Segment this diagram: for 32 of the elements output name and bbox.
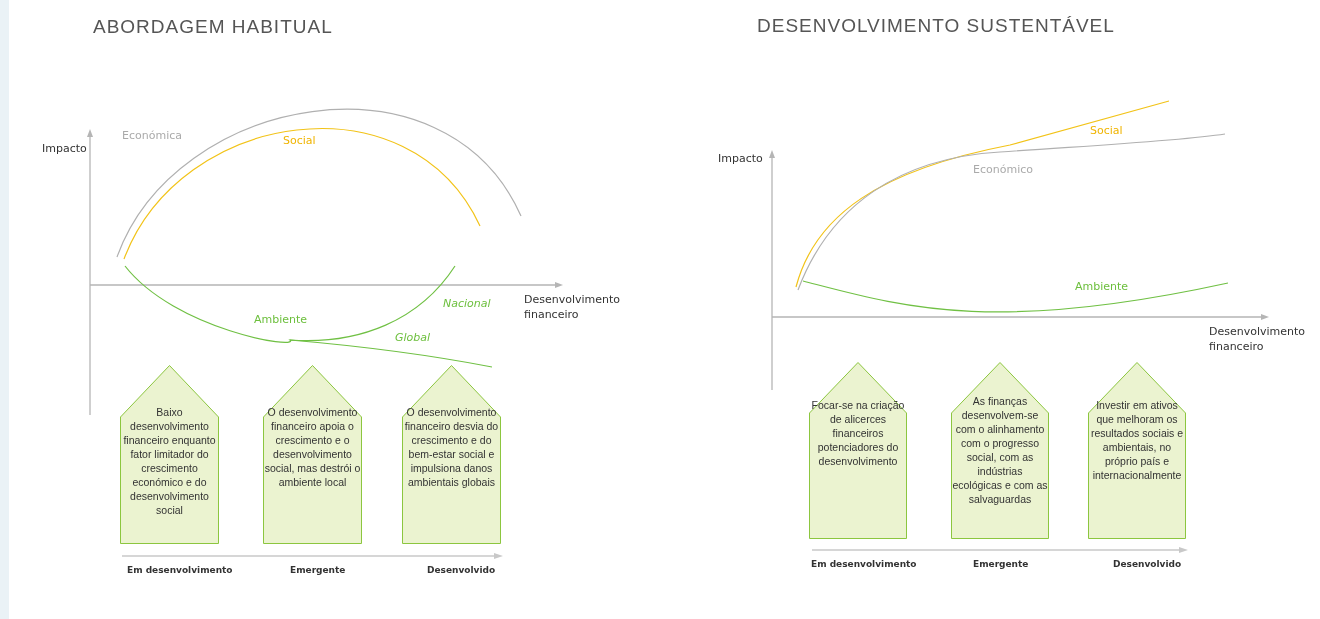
pentagon-box [1088, 362, 1186, 539]
axis-label: Desenvolvimento financeiro [1209, 324, 1307, 354]
curve-label: Económico [973, 163, 1033, 176]
box-text: As finanças desenvolvem-se com o alinhamento com o progresso social, com as indústrias ecológicas e com as salvaguardas [952, 394, 1048, 506]
curve-label: Ambiente [1075, 280, 1129, 293]
axis-label: Impacto [718, 151, 763, 166]
stage-label: Emergente [290, 565, 346, 575]
box-text: O desenvolvimento financeiro desvia do crescimento e do bem-estar social e impulsiona danos ambientais globais [403, 405, 500, 489]
pentagon-box [263, 365, 362, 544]
curve-label: Ambiente [254, 313, 308, 326]
stage-label: Em desenvolvimento [811, 559, 917, 569]
stage-label: Desenvolvido [427, 565, 496, 575]
box-text: Baixo desenvolvimento financeiro enquanto fator limitador do crescimento económico e do desenvolvimento social [122, 405, 217, 517]
panel-heading: DESENVOLVIMENTO SUSTENTÁVEL [757, 15, 1115, 37]
pentagon-box [951, 362, 1049, 539]
axis-label: Impacto [42, 141, 87, 156]
axis-label: Desenvolvimento financeiro [524, 292, 622, 322]
stage-label: Em desenvolvimento [127, 565, 233, 575]
curve-label: Social [1090, 124, 1123, 137]
pentagon-box [120, 365, 219, 544]
box-text: Focar-se na criação de alicerces financeiros potenciadores do desenvolvimento [811, 398, 905, 468]
panel-heading: ABORDAGEM HABITUAL [93, 16, 333, 38]
curve-label: Global [395, 331, 431, 344]
box-text: O desenvolvimento financeiro apoia o crescimento e o desenvolvimento social, mas destrói o ambiente local [264, 405, 361, 489]
curve-label: Nacional [443, 297, 491, 310]
stage-label: Desenvolvido [1113, 559, 1182, 569]
stage-label: Emergente [973, 559, 1029, 569]
box-text: Investir em ativos que melhoram os resultados sociais e ambientais, no próprio país e internacionalmente [1089, 398, 1185, 482]
pentagon-box [402, 365, 501, 544]
pentagon-box [809, 362, 907, 539]
curve-label: Social [283, 134, 316, 147]
curve-label: Económica [122, 129, 182, 142]
